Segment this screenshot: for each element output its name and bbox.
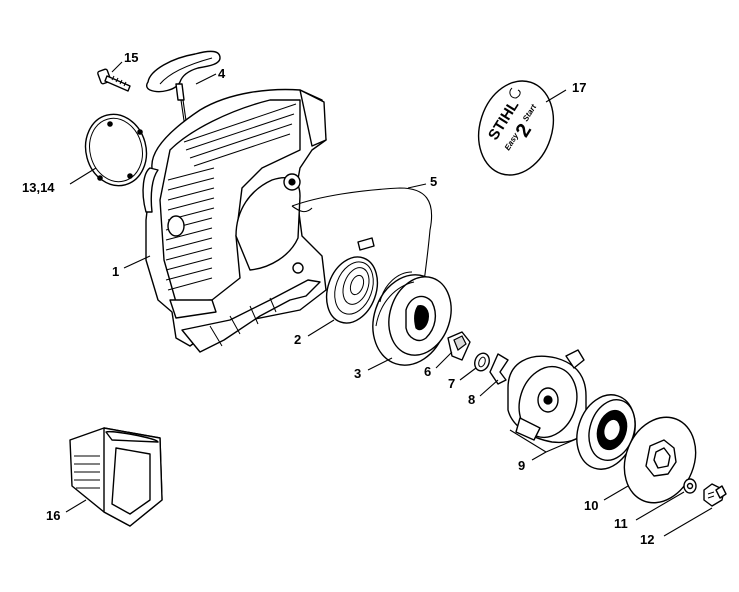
callout-13-14: 13,14 [22, 180, 55, 195]
leader-2 [307, 319, 335, 337]
leader-10 [603, 485, 629, 501]
callout-labels: 15 4 13,14 1 5 17 2 3 6 7 8 9 10 11 12 1… [22, 50, 654, 547]
part-fan-housing-1 [142, 88, 327, 353]
leader-17 [545, 89, 567, 103]
part-rope-rotor-3 [372, 271, 452, 366]
callout-7: 7 [448, 376, 455, 391]
callout-9: 9 [518, 458, 525, 473]
part-starter-rope-5 [291, 187, 433, 283]
leader-3 [367, 357, 393, 371]
leader-5 [407, 183, 427, 189]
part-filter-cover-16 [69, 427, 163, 527]
callout-4: 4 [218, 66, 226, 81]
part-washer-7 [474, 352, 490, 372]
part-cover-plate-13-14 [84, 113, 148, 187]
part-screw-12 [703, 483, 727, 507]
callout-16: 16 [46, 508, 60, 523]
leader-16 [65, 499, 87, 513]
callout-17: 17 [572, 80, 586, 95]
leader-9 [531, 451, 547, 461]
callout-6: 6 [424, 364, 431, 379]
part-rewind-spring-2 [325, 237, 379, 324]
leader-6 [435, 351, 453, 369]
callout-2: 2 [294, 332, 301, 347]
leader-7 [459, 367, 477, 381]
part-washer-11 [683, 478, 697, 494]
part-spring-clip-8 [489, 353, 509, 385]
callout-3: 3 [354, 366, 361, 381]
leader-1 [123, 255, 151, 269]
callout-8: 8 [468, 392, 475, 407]
callout-11: 11 [614, 516, 628, 531]
part-screw-15 [97, 68, 131, 92]
leader-13-14 [69, 167, 97, 185]
leader-15 [111, 61, 123, 73]
leader-8 [479, 379, 499, 397]
callout-5: 5 [430, 174, 437, 189]
leader-4 [195, 73, 217, 85]
part-spring-cassette-9 [576, 394, 636, 470]
part-cover-disc-10 [623, 416, 697, 504]
callout-15: 15 [124, 50, 138, 65]
part-pawl-6 [447, 331, 471, 361]
callout-1: 1 [112, 264, 119, 279]
part-carrier-9 [507, 349, 589, 453]
leader-12 [663, 507, 713, 537]
leader-lines [65, 61, 713, 537]
callout-12: 12 [640, 532, 654, 547]
leader-11 [635, 491, 685, 521]
part-decal-17: STIHL Easy 2 Start [477, 80, 555, 176]
callout-10: 10 [584, 498, 598, 513]
